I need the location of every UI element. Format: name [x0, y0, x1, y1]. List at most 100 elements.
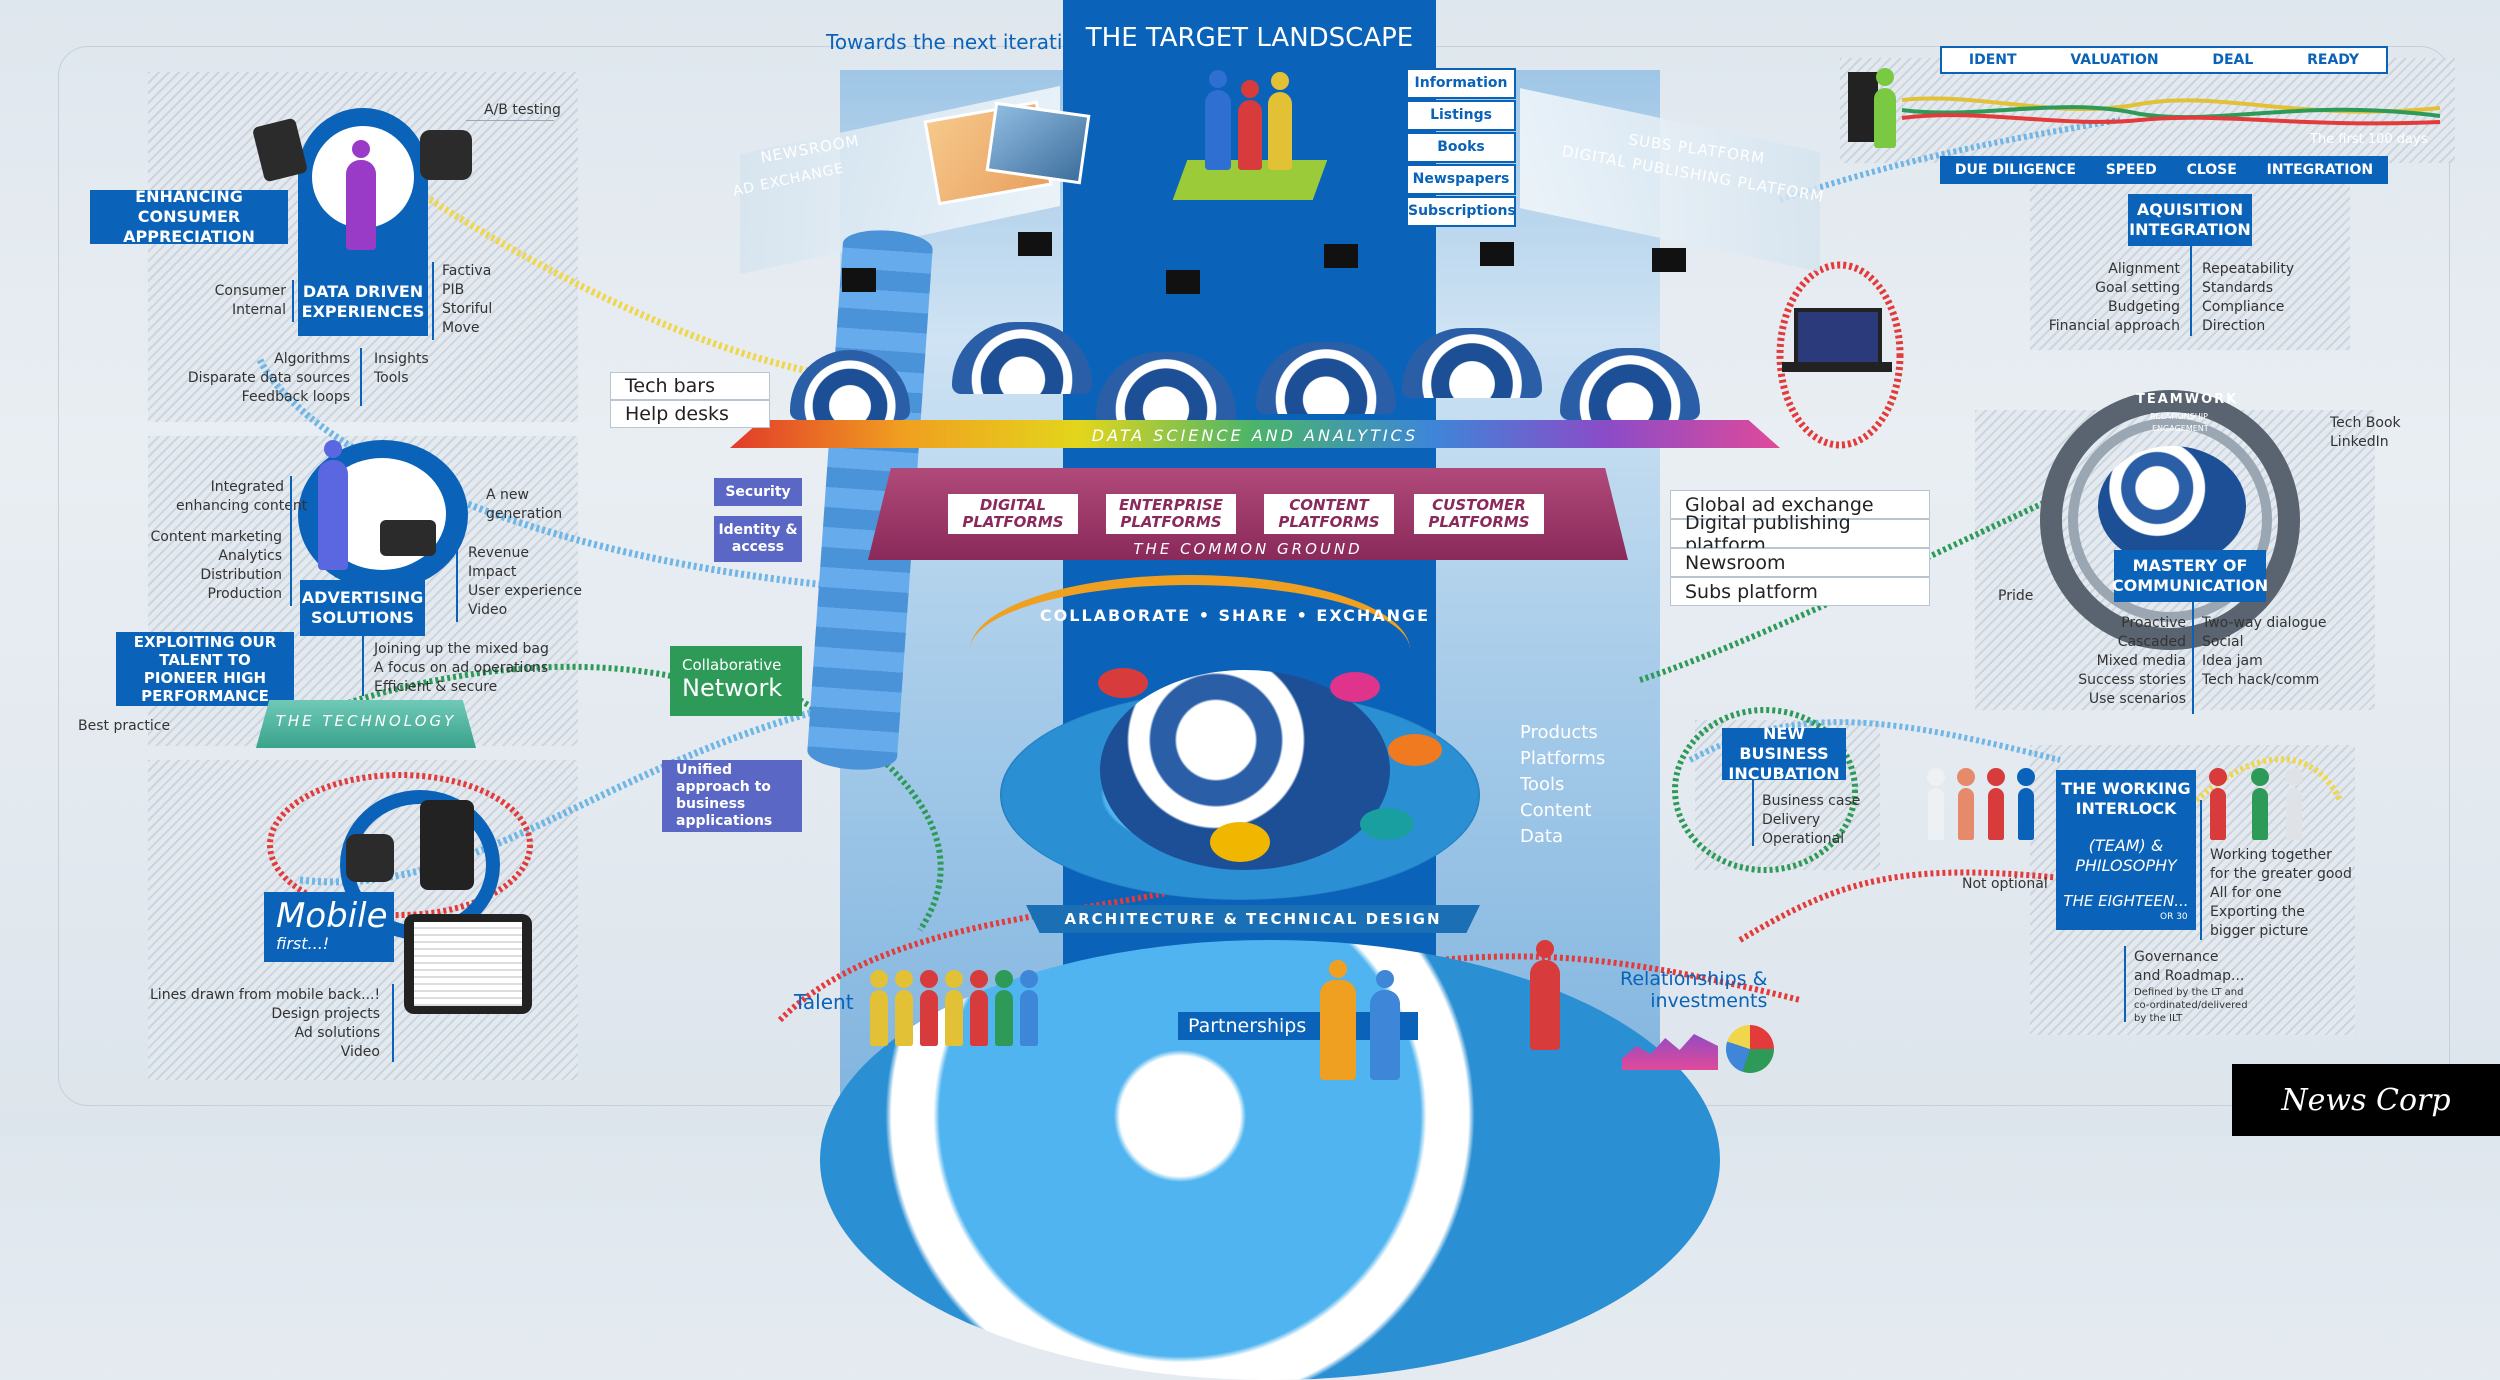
adv-right-divider	[456, 544, 458, 622]
interlock-bigger: bigger picture	[2210, 923, 2309, 939]
advertising-label[interactable]: ADVERTISING SOLUTIONS	[300, 580, 425, 636]
mobile-subtitle: first...!	[276, 934, 330, 953]
timeline-server-icon	[1848, 72, 1878, 142]
incubation-title[interactable]: NEW BUSINESS INCUBATION	[1722, 724, 1846, 783]
mobile-title-box[interactable]: Mobile first...!	[264, 892, 394, 962]
adv-item-user-experience: User experience	[468, 583, 582, 599]
collaborative-network-box[interactable]: Collaborative Network	[670, 646, 802, 716]
platform-content[interactable]: CONTENT PLATFORMS	[1264, 494, 1394, 534]
unified-approach-button[interactable]: Unified approach to business application…	[662, 760, 802, 832]
interlock-title[interactable]: THE WORKING INTERLOCK	[2056, 774, 2196, 824]
desk-magenta	[1330, 672, 1380, 702]
menu-listings[interactable]: Listings	[1406, 100, 1516, 131]
incubation-divider	[1752, 780, 1754, 846]
interlock-eighteen-sub: OR 30	[2160, 912, 2188, 922]
consumer-item-internal: Internal	[232, 302, 286, 318]
menu-books[interactable]: Books	[1406, 132, 1516, 163]
comm-idea-jam: Idea jam	[2202, 653, 2263, 669]
security-button[interactable]: Security	[714, 478, 802, 506]
tech-bars-box[interactable]: Tech bars	[610, 372, 770, 400]
comm-two-way: Two-way dialogue	[2202, 615, 2327, 631]
help-desks-box[interactable]: Help desks	[610, 400, 770, 428]
figure-top-yellow	[1268, 72, 1292, 170]
newsroom-box[interactable]: Newsroom	[1670, 548, 1930, 577]
partner-figure-orange	[1320, 960, 1356, 1080]
interlock-figure-4	[2017, 768, 2035, 840]
laptop-base	[1782, 362, 1892, 372]
identity-access-button[interactable]: Identity & access	[714, 516, 802, 562]
communication-title[interactable]: MASTERY OF COMMUNICATION	[2112, 550, 2268, 602]
timeline-top-bar: IDENT VALUATION DEAL READY	[1940, 46, 2388, 74]
acq-alignment: Alignment	[2108, 261, 2180, 277]
governance-line1: Governance	[2134, 949, 2219, 965]
talent-figure-6	[995, 970, 1013, 1046]
talent-label: Talent	[794, 990, 854, 1014]
adv-top-left: Integrated enhancing content	[176, 478, 308, 516]
comm-right: Two-way dialogue Social Idea jam Tech ha…	[2202, 614, 2327, 690]
mobile-item-ad-solutions: Ad solutions	[294, 1025, 380, 1041]
consumer-bottom-right: Insights Tools	[374, 350, 429, 388]
purple-figure	[346, 140, 376, 250]
news-corp-logo: News Corp	[2232, 1064, 2500, 1136]
adv-bottom-divider	[362, 636, 364, 696]
interlock-figure-5	[2209, 768, 2227, 840]
desk-orange	[1210, 822, 1270, 862]
ab-testing-label: A/B testing	[484, 102, 561, 118]
flag-5	[1480, 242, 1514, 266]
consumer-bottom-left: Algorithms Disparate data sources Feedba…	[180, 350, 350, 407]
technology-platform	[256, 700, 476, 748]
tech-book-item: Tech Book	[2330, 415, 2401, 431]
interlock-eighteen: THE EIGHTEEN...	[2063, 892, 2189, 910]
defined-line1: Defined by the LT and	[2134, 987, 2244, 998]
engagement-label: ENGAGEMENT	[2152, 424, 2209, 433]
menu-newspapers[interactable]: Newspapers	[1406, 164, 1516, 195]
global-ad-exchange-box[interactable]: Global ad exchange	[1670, 490, 1930, 519]
adv-item-new: A new	[486, 487, 529, 503]
phone-icon	[380, 520, 436, 556]
desk-teal	[1360, 808, 1414, 840]
consumer-item-storiful: Storiful	[442, 301, 493, 317]
flag-6	[1652, 248, 1686, 272]
comm-cascaded: Cascaded	[2117, 634, 2186, 650]
consumer-title[interactable]: ENHANCING CONSUMER APPRECIATION	[90, 187, 288, 246]
list-tools: Tools	[1520, 774, 1565, 795]
data-driven-label[interactable]: DATA DRIVEN EXPERIENCES	[298, 268, 428, 336]
menu-information[interactable]: Information	[1406, 68, 1516, 99]
interlock-greater-good: for the greater good	[2210, 866, 2352, 882]
menu-subscriptions[interactable]: Subscriptions	[1406, 196, 1516, 227]
talent-figure-1	[870, 970, 888, 1046]
interlock-figure-3	[1987, 768, 2005, 840]
mobile-items: Lines drawn from mobile back...! Design …	[150, 986, 380, 1062]
figure-top-blue	[1205, 70, 1231, 170]
timeline-ident: IDENT	[1968, 52, 2017, 68]
acq-repeatability: Repeatability	[2202, 261, 2295, 277]
governance-line2: and Roadmap...	[2134, 968, 2245, 984]
list-content: Content	[1520, 800, 1592, 821]
governance-divider	[2124, 946, 2126, 1022]
platform-digital[interactable]: DIGITAL PLATFORMS	[948, 494, 1078, 534]
collaborate-label: COLLABORATE • SHARE • EXCHANGE	[1039, 606, 1431, 625]
subs-platform-box[interactable]: Subs platform	[1670, 577, 1930, 606]
acquisition-title[interactable]: AQUISITION INTEGRATION	[2128, 194, 2252, 246]
interlock-right: Working together for the greater good Al…	[2210, 846, 2352, 941]
timeline-lines	[1901, 96, 2441, 126]
platform-customer[interactable]: CUSTOMER PLATFORMS	[1414, 494, 1544, 534]
logo-text: News Corp	[2281, 1082, 2451, 1118]
flag-3	[1166, 270, 1200, 294]
consumer-left-divider	[292, 280, 294, 322]
interlock-figure-2	[1957, 768, 1975, 840]
teamwork-ring-inner	[2068, 418, 2272, 622]
talent-pioneer-box[interactable]: EXPLOITING OUR TALENT TO PIONEER HIGH PE…	[116, 632, 294, 706]
acq-financial: Financial approach	[2048, 318, 2180, 334]
interlock-philosophy: (TEAM) & PHILOSOPHY	[2075, 836, 2177, 875]
list-data: Data	[1520, 826, 1563, 847]
teamwork-label: TEAMWORK	[2136, 392, 2239, 407]
adv-item-joining: Joining up the mixed bag	[374, 641, 549, 657]
adv-item-enhancing: enhancing content	[176, 498, 308, 514]
products-list: Products Platforms Tools Content Data	[1520, 720, 1605, 850]
collaborate-arc	[970, 575, 1410, 725]
consumer-item-consumer: Consumer	[214, 283, 286, 299]
platform-enterprise[interactable]: ENTERPRISE PLATFORMS	[1106, 494, 1236, 534]
interlock-figure-6	[2251, 768, 2269, 840]
technology-label: THE TECHNOLOGY	[275, 712, 457, 730]
